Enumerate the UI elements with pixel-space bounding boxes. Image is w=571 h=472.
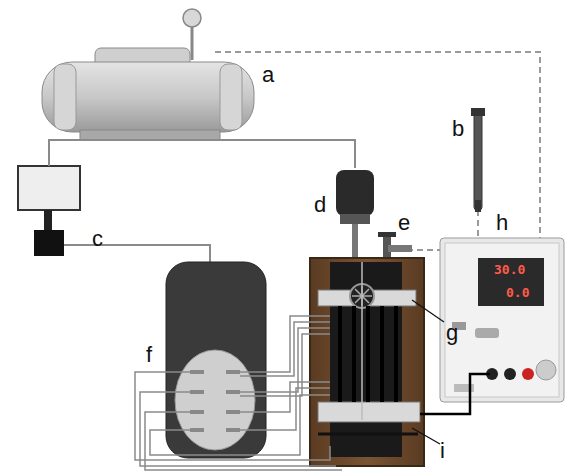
dc-power-supply bbox=[440, 238, 564, 402]
power-wire bbox=[420, 374, 490, 414]
stirrer-motor bbox=[336, 170, 374, 260]
leader-line bbox=[412, 300, 444, 444]
display-reading: 30.0 bbox=[494, 263, 525, 276]
flowmeter bbox=[471, 108, 485, 212]
callout-letter: d bbox=[314, 194, 326, 216]
callout-letter: i bbox=[440, 440, 445, 462]
callout-letter: h bbox=[496, 212, 508, 234]
callout-letter: f bbox=[146, 344, 152, 366]
air-compressor bbox=[42, 9, 254, 140]
air-line bbox=[215, 52, 540, 250]
reactor-housing bbox=[310, 258, 424, 466]
callout-letter: b bbox=[452, 118, 464, 140]
computer bbox=[18, 166, 80, 256]
callout-letter: c bbox=[92, 228, 103, 250]
display-reading: 0.0 bbox=[506, 286, 529, 299]
callout-letter: g bbox=[446, 322, 458, 344]
callout-letter: a bbox=[262, 64, 274, 86]
signal-cable bbox=[49, 140, 355, 268]
reaction-tube bbox=[340, 306, 396, 402]
pump-tubing bbox=[135, 316, 342, 470]
peristaltic-pump bbox=[166, 262, 266, 458]
stirrer-shaft bbox=[361, 262, 363, 420]
callout-letter: e bbox=[398, 212, 410, 234]
